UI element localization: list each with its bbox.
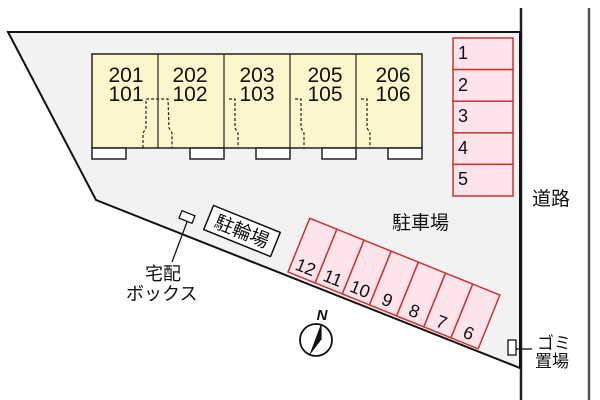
unit-203-103: 203 103 xyxy=(239,64,275,106)
parking-right xyxy=(452,37,514,197)
garbage-area xyxy=(507,339,532,356)
building xyxy=(91,53,423,160)
compass-icon: N xyxy=(299,307,333,357)
delivery-box-label-2: ボックス xyxy=(126,284,198,305)
delivery-box-label-1: 宅配 xyxy=(145,264,181,285)
delivery-box xyxy=(171,209,196,263)
parking-slot-3: 3 xyxy=(458,106,469,126)
unit-206-106: 206 106 xyxy=(375,64,411,106)
compass-north-label: N xyxy=(317,307,329,324)
garbage-label-2: 置場 xyxy=(535,352,569,372)
parking-diagonal: 12 11 10 9 8 7 6 xyxy=(287,217,501,350)
parking-slot-1: 1 xyxy=(458,43,469,63)
parking-lot-label: 駐車場 xyxy=(392,212,450,234)
unit-201-101: 201 101 xyxy=(108,64,144,106)
parking-slot-2: 2 xyxy=(458,75,469,95)
parking-slot-5: 5 xyxy=(458,169,469,189)
unit-205-105: 205 105 xyxy=(307,64,343,106)
road-label: 道路 xyxy=(532,188,571,210)
garbage-label-1: ゴミ xyxy=(537,334,571,354)
unit-202-102: 202 102 xyxy=(172,64,208,106)
parking-slot-4: 4 xyxy=(458,138,469,158)
